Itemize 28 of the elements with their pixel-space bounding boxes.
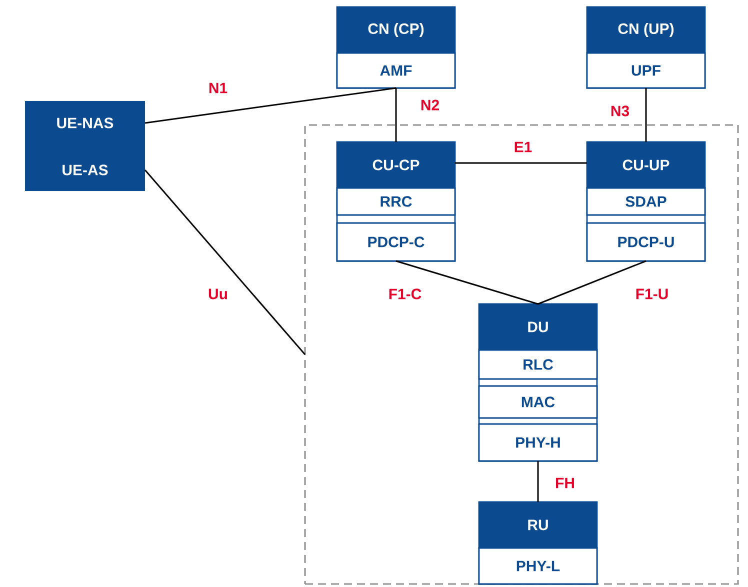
interface-label: N2 — [419, 98, 441, 112]
layer-cell: RLC — [478, 349, 598, 380]
layer-cell: PDCP-C — [336, 222, 456, 262]
layer-cell: PHY-H — [478, 423, 598, 462]
layer-cell: MAC — [478, 385, 598, 419]
interface-label: Uu — [207, 288, 229, 300]
connector-line — [645, 88, 647, 142]
layer-cell: PDCP-U — [586, 222, 706, 262]
interface-label: F1-C — [387, 288, 423, 300]
dashed-region — [304, 124, 739, 585]
layer-cell: UPF — [586, 52, 706, 89]
connector-line — [396, 260, 538, 305]
layer-cell: RRC — [336, 187, 456, 216]
connector-line — [144, 170, 306, 355]
layer-cell: PHY-L — [478, 547, 598, 585]
interface-label: E1 — [512, 140, 534, 154]
interface-label: F1-U — [634, 288, 670, 300]
connector-line — [538, 260, 646, 305]
interface-label: FH — [554, 476, 576, 490]
layer-cell: AMF — [336, 52, 456, 89]
connector-line — [537, 461, 539, 502]
connector-line — [144, 87, 396, 124]
interface-label: N1 — [207, 82, 229, 94]
device-box: UE-NAS UE-AS — [25, 101, 145, 191]
interface-label: N3 — [609, 104, 631, 118]
connector-line — [395, 88, 397, 142]
connector-line — [455, 162, 587, 164]
layer-cell: SDAP — [586, 187, 706, 216]
